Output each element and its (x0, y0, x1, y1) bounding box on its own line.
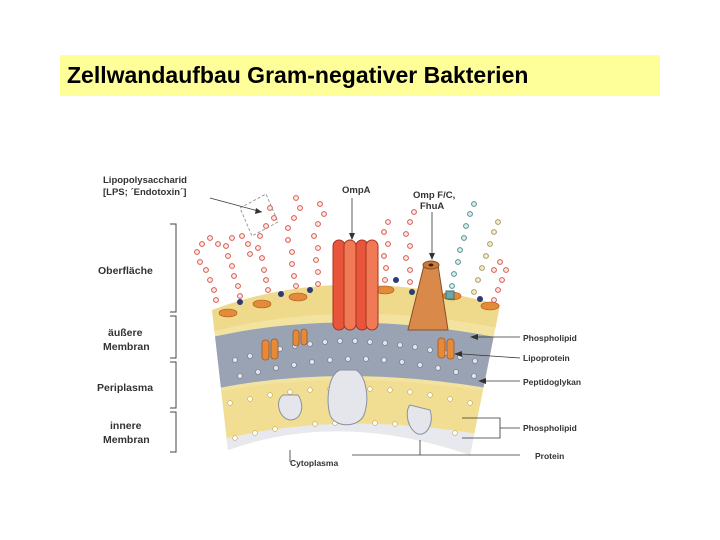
ompa-cylinder-4 (365, 239, 379, 331)
lps-leader (209, 197, 263, 213)
lipoprotein-right-a (437, 337, 446, 359)
top-leader-lines (209, 197, 435, 260)
bracket-outer-membrane (170, 315, 177, 359)
label-fhua: FhuA (420, 201, 444, 212)
ompa-protein (332, 239, 379, 331)
label-lps-subtitle: [LPS; ´Endotoxin´] (103, 187, 186, 198)
label-periplasm: Periplasma (97, 382, 153, 394)
label-phospholipid-outer: Phospholipid (523, 333, 577, 343)
lps-chain-2 (223, 233, 253, 299)
lipoprotein-left-a (261, 339, 270, 361)
ompa-cylinder-2 (343, 239, 357, 331)
leader-phospholipid-inner (462, 417, 520, 439)
lps-chain-1 (194, 235, 221, 303)
label-ompf: Omp F/C, (413, 190, 455, 201)
o-antigen-olive (471, 219, 501, 295)
right-leader-lines (289, 334, 521, 462)
protein-blob-right (406, 404, 432, 435)
label-outer-membrane-2: Membran (103, 341, 150, 353)
label-inner-membrane-2: Membran (103, 434, 150, 446)
label-protein: Protein (535, 451, 564, 461)
label-ompa: OmpA (342, 185, 371, 196)
label-phospholipid-inner: Phospholipid (523, 423, 577, 433)
lps-highlight-box (239, 193, 279, 237)
porin-ompf (407, 260, 449, 331)
lps-chain-7 (403, 209, 417, 285)
label-lipoprotein: Lipoprotein (523, 353, 570, 363)
lps-chain-8 (491, 259, 509, 303)
lps-chain-4 (285, 195, 303, 289)
o-antigen-chains (445, 201, 501, 300)
label-lps-title: Lipopolysaccharid (103, 175, 187, 186)
o-antigen-teal (449, 201, 477, 289)
protein-blob-left (278, 394, 303, 421)
label-outer-membrane-1: äußere (108, 327, 143, 339)
bracket-surface (170, 223, 177, 313)
bracket-inner-membrane (170, 411, 177, 453)
label-peptidoglycan: Peptidoglykan (523, 377, 581, 387)
lipoprotein-left-b (270, 338, 279, 360)
lps-chains (194, 195, 509, 303)
lipoprotein-right-b (446, 338, 455, 360)
lps-chain-5 (311, 201, 327, 287)
lipoprotein-mid-a (292, 329, 300, 347)
leader-protein (352, 440, 520, 456)
lps-chain-3 (255, 205, 277, 293)
lipoprotein-mid-b (300, 328, 308, 346)
o-antigen-core (445, 290, 455, 300)
lps-chain-6 (381, 219, 391, 283)
bracket-periplasm (170, 361, 177, 409)
left-brackets (170, 223, 177, 453)
porin-pore (428, 263, 434, 267)
protein-blob-center (327, 369, 368, 426)
ompa-cylinder-1 (332, 239, 346, 331)
label-cytoplasm: Cytoplasma (290, 458, 338, 468)
lipoproteins (261, 328, 455, 361)
label-inner-membrane-1: innere (110, 420, 142, 432)
leader-lipoprotein (461, 353, 521, 359)
label-surface: Oberfläche (98, 265, 153, 277)
inner-membrane-proteins (278, 369, 432, 435)
slide-title: Zellwandaufbau Gram-negativer Bakterien (60, 55, 660, 96)
